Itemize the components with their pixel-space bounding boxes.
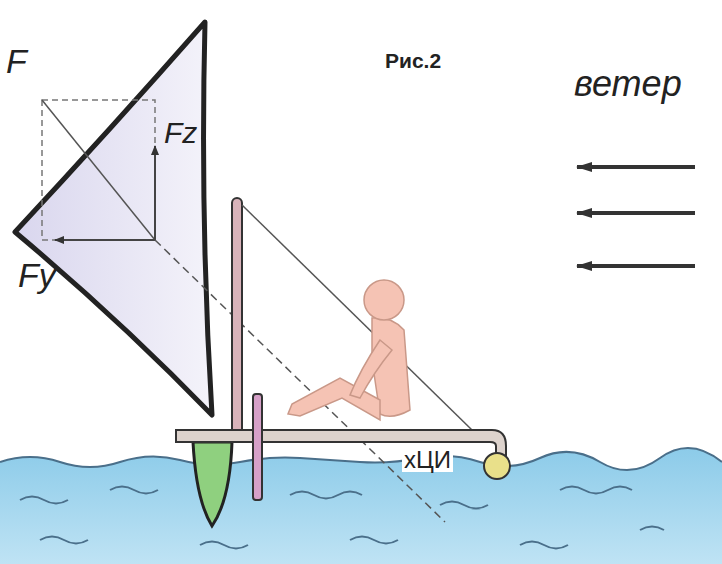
force-f-line	[42, 100, 155, 240]
hull-beam	[176, 430, 506, 458]
force-label: Fy	[18, 258, 56, 292]
force-fy-arrow	[55, 239, 155, 241]
wind-arrows	[577, 167, 695, 266]
waves	[0, 448, 722, 549]
stay-line	[242, 205, 472, 430]
water	[0, 448, 722, 564]
force-fz-arrow	[154, 146, 156, 240]
action-line	[155, 240, 445, 522]
sail	[15, 22, 212, 415]
center-label: xЦИ	[402, 448, 453, 472]
force-parallelogram	[42, 100, 155, 240]
figure-number: Рис.2	[385, 50, 441, 71]
keel	[193, 442, 232, 526]
float	[484, 453, 510, 479]
force-label: Fz	[164, 118, 197, 148]
daggerboard	[253, 394, 262, 500]
wind-label: ветер	[574, 66, 682, 102]
mast	[232, 198, 242, 442]
sailor-figure	[288, 280, 410, 420]
force-label: F	[6, 44, 27, 78]
